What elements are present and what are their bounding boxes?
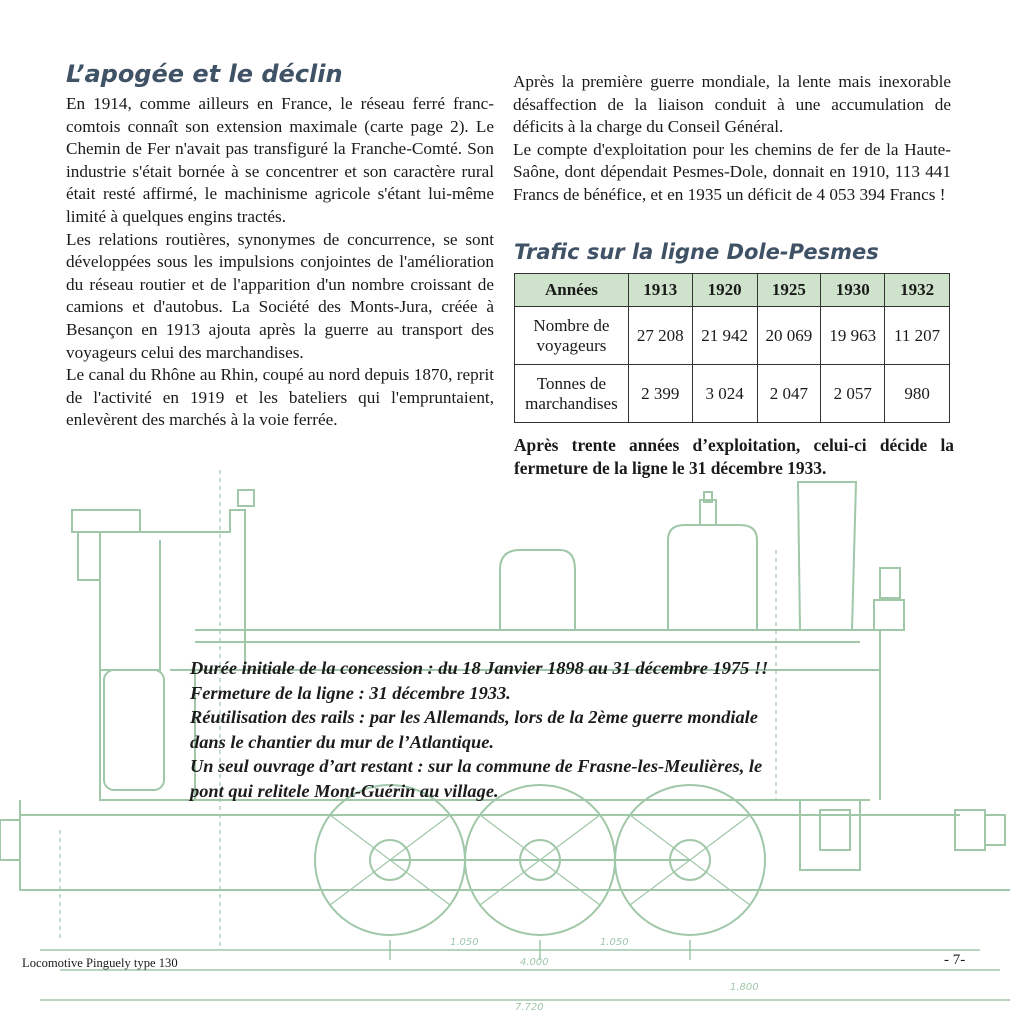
table-row: Nombre de voyageurs 27 208 21 942 20 069… [514, 306, 950, 365]
dimension-label: 1.050 [600, 937, 629, 948]
header-cell: 1932 [884, 273, 950, 307]
table-cell: 11 207 [884, 306, 950, 365]
table-header-row: Années 1913 1920 1925 1930 1932 [514, 273, 950, 307]
table-row: Tonnes de marchandises 2 399 3 024 2 047… [514, 364, 950, 423]
note-line: Réutilisation des rails : par les Allema… [190, 707, 758, 728]
right-column: Après la première guerre mondiale, la le… [513, 71, 951, 207]
header-cell: 1913 [627, 273, 693, 307]
dimension-label: 1.050 [450, 937, 479, 948]
note-line: Fermeture de la ligne : 31 décembre 1933… [190, 682, 511, 703]
table-title: Trafic sur la ligne Dole-Pesmes [514, 240, 879, 264]
row-label: Nombre de voyageurs [514, 306, 629, 365]
locomotive-drawing: 1.050 1.050 4.000 1.800 7.720 [0, 470, 1010, 1013]
paragraph: Le compte d'exploitation pour les chemin… [513, 139, 951, 204]
table-cell: 2 057 [820, 364, 886, 423]
table-cell: 2 399 [627, 364, 693, 423]
header-cell: 1925 [756, 273, 822, 307]
notes-block: Durée initiale de la concession : du 18 … [190, 656, 890, 804]
header-cell: 1920 [691, 273, 758, 307]
dimension-label: 7.720 [515, 1002, 544, 1013]
table-cell: 27 208 [627, 306, 693, 365]
note-line: pont qui relitele Mont-Guérin au village… [190, 780, 499, 801]
table-cell: 3 024 [691, 364, 758, 423]
note-line: Un seul ouvrage d’art restant : sur la c… [190, 756, 763, 777]
left-column: En 1914, comme ailleurs en France, le ré… [66, 93, 494, 432]
paragraph: Les relations routières, synonymes de co… [66, 229, 494, 362]
header-cell: Années [514, 273, 629, 307]
header-cell: 1930 [820, 273, 886, 307]
dimension-label: 4.000 [520, 957, 549, 968]
conclusion-text: Après trente années d’exploitation, celu… [514, 435, 954, 478]
page-number: - 7- [944, 952, 966, 968]
paragraph: En 1914, comme ailleurs en France, le ré… [66, 94, 494, 226]
note-line: dans le chantier du mur de l’Atlantique. [190, 731, 495, 752]
table-cell: 21 942 [691, 306, 758, 365]
paragraph: Après la première guerre mondiale, la le… [513, 72, 951, 137]
row-label: Tonnes de marchandises [514, 364, 629, 423]
note-line: Durée initiale de la concession : du 18 … [190, 658, 769, 678]
section-title: L’apogée et le déclin [66, 60, 343, 88]
table-cell: 980 [884, 364, 950, 423]
traffic-table: Années 1913 1920 1925 1930 1932 Nombre d… [514, 273, 950, 423]
table-cell: 20 069 [756, 306, 822, 365]
figure-caption: Locomotive Pinguely type 130 [22, 956, 178, 970]
dimension-label: 1.800 [730, 982, 759, 993]
table-cell: 2 047 [756, 364, 822, 423]
paragraph: Le canal du Rhône au Rhin, coupé au nord… [66, 365, 494, 430]
table-cell: 19 963 [820, 306, 886, 365]
